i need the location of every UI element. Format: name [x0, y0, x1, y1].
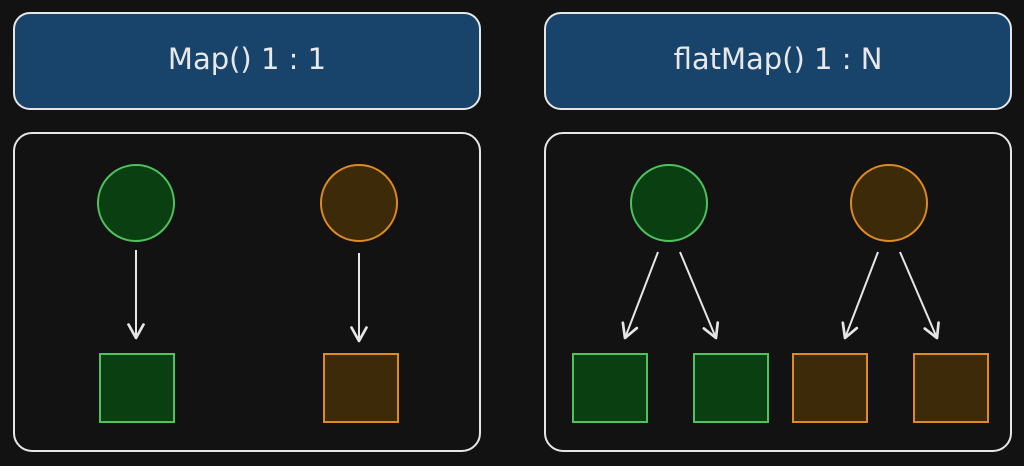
green-source-circle — [630, 164, 708, 242]
orange-output-square-2 — [913, 353, 989, 423]
flatmap-arrow-orange-right — [899, 251, 940, 340]
orange-source-circle — [320, 164, 398, 242]
flatmap-panel: flatMap() 1 : N — [544, 12, 1012, 452]
orange-source-circle — [850, 164, 928, 242]
map-content-box — [13, 132, 481, 452]
map-header-box — [13, 12, 481, 110]
flatmap-arrow-green-left — [621, 251, 659, 340]
orange-output-square-1 — [792, 353, 868, 423]
map-panel: Map() 1 : 1 — [13, 12, 481, 452]
map-header-title: Map() 1 : 1 — [168, 42, 326, 76]
flatmap-header-box — [544, 12, 1012, 110]
orange-output-square — [323, 353, 399, 423]
flatmap-arrow-orange-left — [841, 251, 879, 340]
flatmap-header-title: flatMap() 1 : N — [674, 42, 883, 76]
green-output-square-2 — [693, 353, 769, 423]
flatmap-arrow-green-right — [679, 251, 720, 340]
green-output-square-1 — [572, 353, 648, 423]
green-output-square — [99, 353, 175, 423]
green-source-circle — [97, 164, 175, 242]
